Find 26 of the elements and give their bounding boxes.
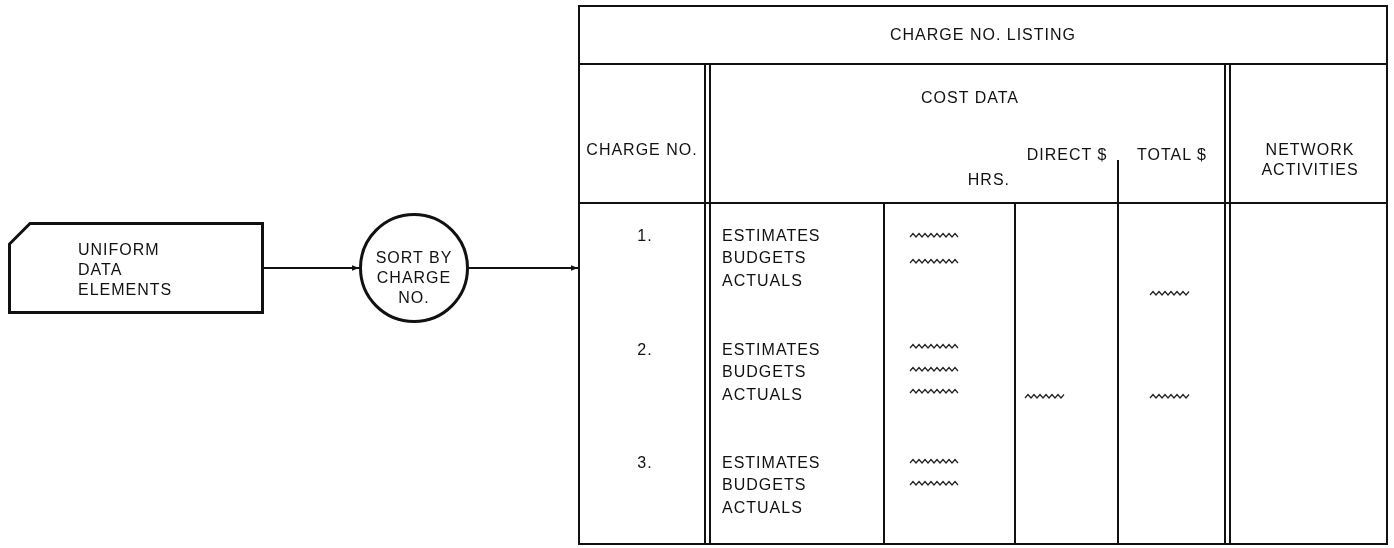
- table-cell-text: ESTIMATES: [722, 453, 822, 473]
- table-cell-text: 1.: [636, 226, 654, 246]
- table-cell-text: 3.: [636, 453, 654, 473]
- table-cell-text: ESTIMATES: [722, 340, 822, 360]
- node-text: UNIFORM DATA ELEMENTS: [78, 240, 174, 300]
- table-cell-text: ACTUALS: [722, 385, 804, 405]
- punch-card-shape: [8, 222, 264, 314]
- arrow: [468, 265, 579, 271]
- node-text: SORT BY CHARGE NO.: [374, 248, 454, 308]
- table-cell-text: BUDGETS: [722, 475, 808, 495]
- table-cell-text: ACTUALS: [722, 498, 804, 518]
- arrow: [263, 265, 360, 271]
- column-header: COST DATA: [920, 88, 1020, 108]
- column-header: CHARGE NO.: [585, 140, 699, 160]
- column-header: NETWORK ACTIVITIES: [1260, 140, 1360, 180]
- listing-table: [578, 5, 1388, 545]
- table-cell-text: BUDGETS: [722, 248, 808, 268]
- process-circle: [359, 213, 469, 323]
- node-text: CHARGE NO. LISTING: [889, 25, 1077, 45]
- table-cell-text: 2.: [636, 340, 654, 360]
- column-header: HRS.: [966, 170, 1010, 190]
- column-header: DIRECT $: [1025, 145, 1109, 165]
- table-cell-text: ACTUALS: [722, 271, 804, 291]
- table-cell-text: ESTIMATES: [722, 226, 822, 246]
- column-header: TOTAL $: [1136, 145, 1208, 165]
- table-cell-text: BUDGETS: [722, 362, 808, 382]
